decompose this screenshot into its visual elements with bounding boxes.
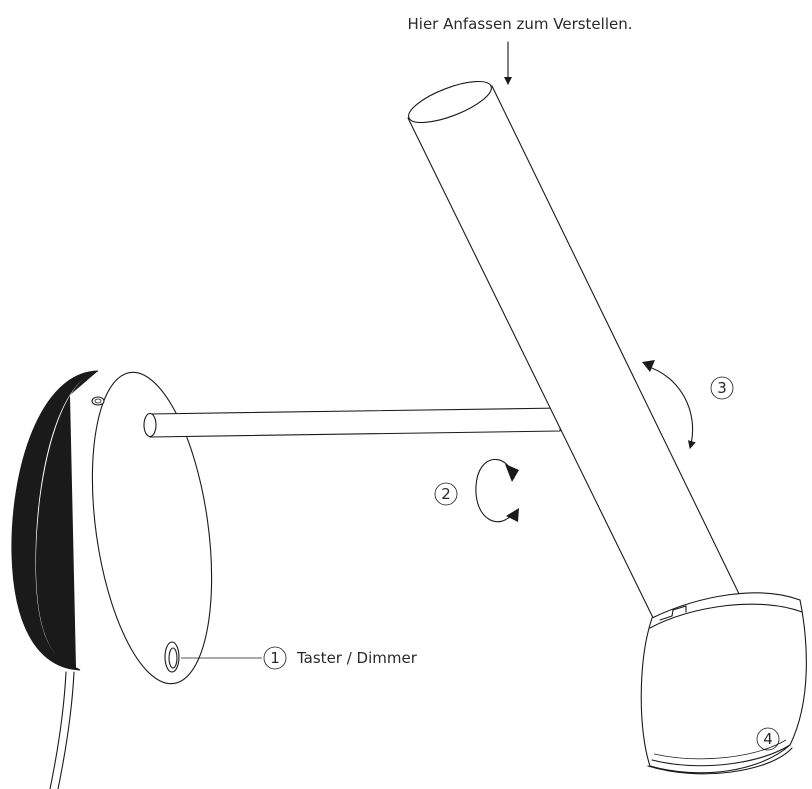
lamp-arm xyxy=(143,407,563,438)
power-cable xyxy=(49,671,75,789)
svg-text:1: 1 xyxy=(270,649,280,667)
adjust-hint-label: Hier Anfassen zum Verstellen. xyxy=(408,15,633,33)
wall-mount-front-disc xyxy=(91,371,213,685)
switch-button xyxy=(164,641,180,673)
mount-screw xyxy=(91,396,105,406)
tube-top-end xyxy=(408,80,492,124)
rotation-arrow-2 xyxy=(475,458,519,523)
svg-text:2: 2 xyxy=(441,485,451,503)
callout-3: 3 xyxy=(710,376,734,400)
svg-text:3: 3 xyxy=(717,379,727,397)
callout-1: 1 xyxy=(263,646,287,670)
wall-mount-base xyxy=(11,370,213,685)
callout-4: 4 xyxy=(756,727,780,751)
wall-mount-back-ring xyxy=(11,370,99,671)
rotation-arrow-3 xyxy=(642,360,696,449)
lamp-head xyxy=(640,592,807,775)
lamp-tube xyxy=(407,80,743,633)
svg-text:4: 4 xyxy=(763,730,773,748)
switch-label: Taster / Dimmer xyxy=(296,649,418,667)
callout-2: 2 xyxy=(434,482,458,506)
